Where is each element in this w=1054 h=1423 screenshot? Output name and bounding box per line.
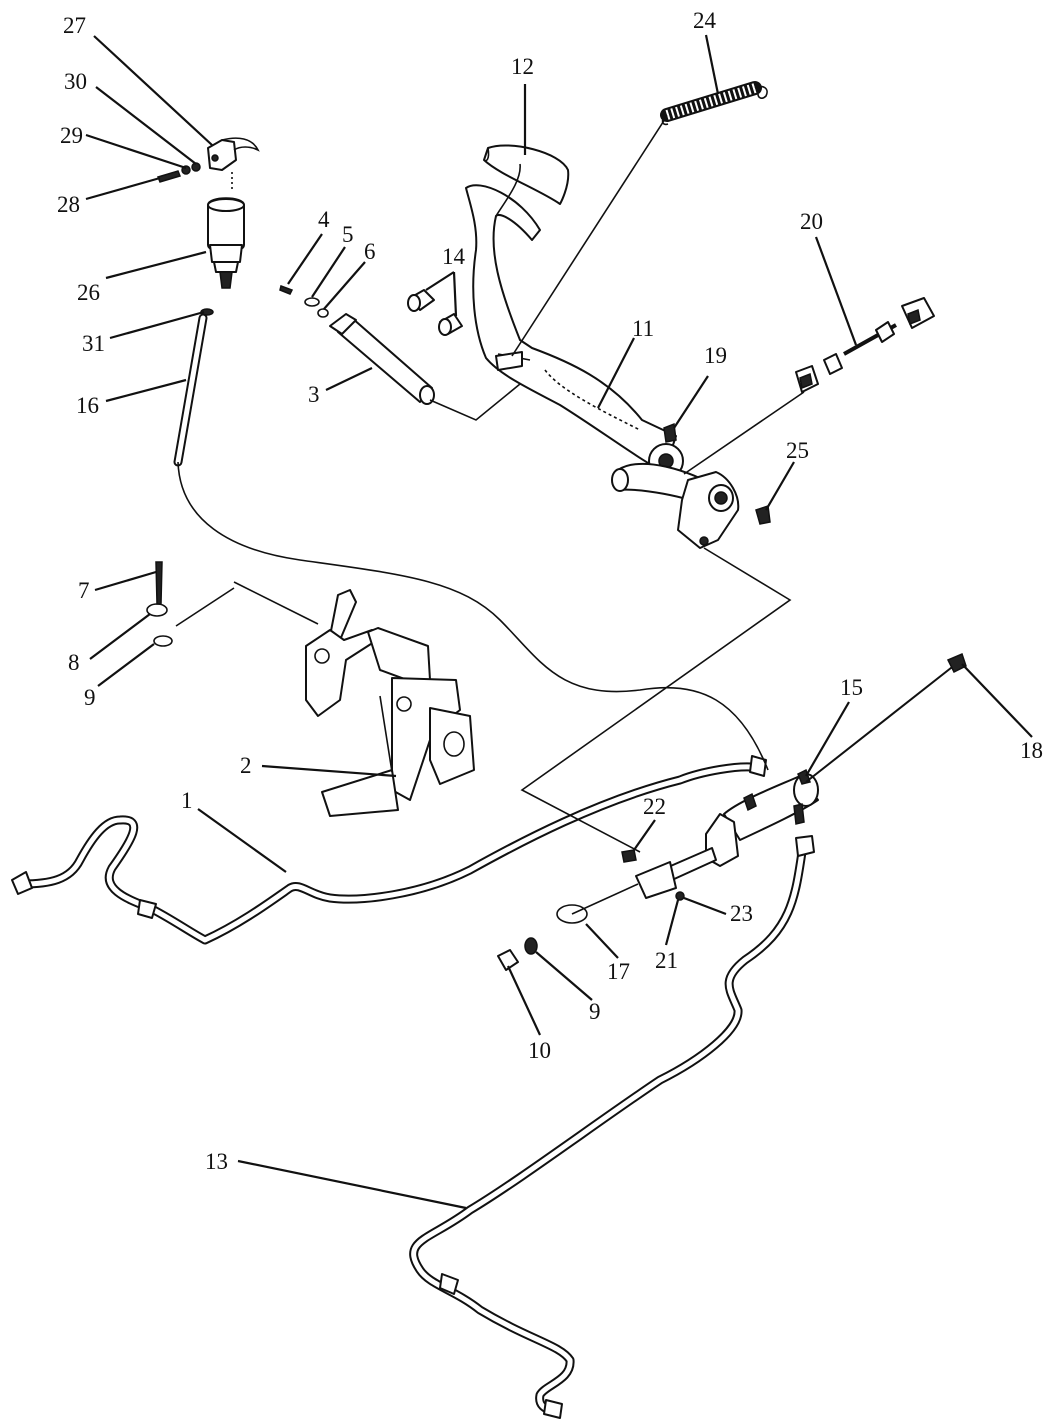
part-bushings: [407, 289, 463, 336]
part-clevis-pin-washers: [146, 561, 173, 647]
callout-8: 8: [68, 650, 80, 675]
callout-10: 10: [528, 1038, 551, 1063]
callout-7: 7: [78, 578, 90, 603]
leader-lines: [85, 34, 1033, 1210]
callout-9-lower: 9: [589, 999, 601, 1024]
part-pivot-shaft: [329, 313, 435, 405]
callout-20: 20: [800, 209, 823, 234]
part-pivot-tube-bracket: [611, 443, 740, 549]
callout-9-upper: 9: [84, 685, 96, 710]
callout-13: 13: [205, 1149, 228, 1174]
callout-16: 16: [76, 393, 99, 418]
callout-29: 29: [60, 123, 83, 148]
part-mounting-bracket: [305, 589, 475, 817]
part-pin-21: [675, 891, 685, 901]
callout-28: 28: [57, 192, 80, 217]
part-clutch-pedal-arm: [465, 184, 677, 473]
callout-18: 18: [1020, 738, 1043, 763]
callout-27: 27: [63, 13, 86, 38]
callout-15: 15: [840, 675, 863, 700]
callout-6: 6: [364, 239, 376, 264]
part-push-rod-18: [805, 652, 967, 783]
callout-31: 31: [82, 331, 105, 356]
callout-2: 2: [240, 753, 252, 778]
callout-17: 17: [607, 959, 630, 984]
part-fluid-reservoir: [207, 197, 245, 289]
part-adjuster-rod: [795, 297, 935, 393]
callout-21: 21: [655, 948, 678, 973]
callout-23: 23: [730, 901, 753, 926]
callout-11: 11: [632, 316, 654, 341]
part-pressure-pipe: [11, 755, 767, 945]
callout-26: 26: [77, 280, 100, 305]
callout-3: 3: [308, 382, 320, 407]
part-pin-22: [621, 849, 637, 863]
callout-5: 5: [342, 222, 354, 247]
part-washers-small: [279, 285, 329, 318]
part-nut-10: [497, 949, 519, 971]
part-washer-17: [556, 904, 588, 924]
part-master-cylinder: [635, 768, 819, 899]
callout-4: 4: [318, 207, 330, 232]
callout-12: 12: [511, 54, 534, 79]
callout-30: 30: [64, 69, 87, 94]
callout-25: 25: [786, 438, 809, 463]
callout-14: 14: [442, 244, 466, 269]
part-washer-9b: [524, 937, 538, 955]
part-supply-hose: [173, 313, 208, 467]
part-pedal-pad: [483, 144, 570, 205]
callout-1: 1: [181, 788, 193, 813]
callout-24: 24: [693, 8, 717, 33]
part-flex-hose: [177, 461, 769, 771]
part-small-fasteners: [156, 162, 233, 192]
callout-19: 19: [704, 343, 727, 368]
callout-22: 22: [643, 794, 666, 819]
part-screw-19: [663, 422, 677, 443]
assembly-lines: [175, 115, 805, 915]
part-grease-nipple-25: [755, 504, 771, 525]
part-return-spring: [660, 81, 768, 126]
part-return-pipe: [409, 835, 815, 1419]
part-bracket-clip: [207, 137, 260, 171]
